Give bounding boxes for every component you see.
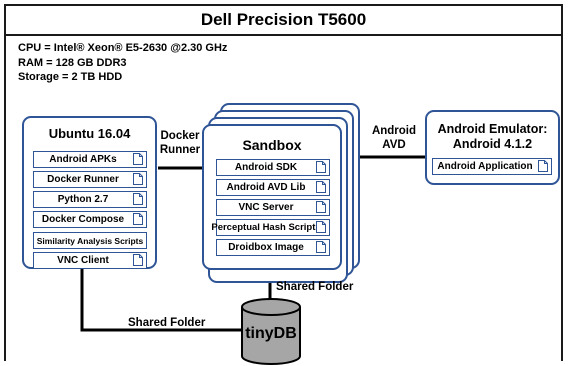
ubuntu-db-connector xyxy=(80,268,241,332)
spec-cpu: CPU = Intel® Xeon® E5-2630 @2.30 GHz xyxy=(18,42,228,54)
shared-folder-left-label: Shared Folder xyxy=(128,317,206,329)
spec-storage: Storage = 2 TB HDD xyxy=(18,71,123,83)
ubuntu-item: Similarity Analysis Scripts xyxy=(33,232,147,249)
spec-ram: RAM = 128 GB DDR3 xyxy=(18,56,127,69)
document-icon xyxy=(316,161,326,173)
document-icon xyxy=(133,213,143,225)
docker-runner-label: Docker Runner xyxy=(159,130,201,156)
sandbox-item: Perceptual Hash Scripts xyxy=(211,219,330,236)
document-icon xyxy=(133,153,143,165)
emulator-item: Android Application xyxy=(432,158,552,175)
sandbox-title: Sandbox xyxy=(242,137,302,153)
document-icon xyxy=(316,241,326,253)
document-icon xyxy=(538,160,548,172)
emulator-box: Android Emulator: Android 4.1.2 Android … xyxy=(425,110,560,185)
sandbox-item: Android SDK xyxy=(216,159,330,176)
sandbox-item: Android AVD Lib xyxy=(216,179,330,196)
database-icon xyxy=(241,298,301,365)
document-icon xyxy=(133,193,143,205)
database-label: tinyDB xyxy=(245,325,297,342)
shared-folder-right-label: Shared Folder xyxy=(276,281,354,293)
ubuntu-item: Android APKs xyxy=(33,151,147,168)
machine-specs: CPU = Intel® Xeon® E5-2630 @2.30 GHz RAM… xyxy=(18,41,227,85)
sandbox-box: Sandbox Android SDK Android AVD Lib VNC … xyxy=(202,124,342,270)
document-icon xyxy=(133,254,143,266)
ubuntu-item: Docker Compose xyxy=(33,211,147,228)
ubuntu-title: Ubuntu 16.04 xyxy=(48,126,131,141)
document-icon xyxy=(316,201,326,213)
android-avd-label: Android AVD xyxy=(371,125,417,151)
machine-title: Dell Precision T5600 xyxy=(4,4,563,36)
ubuntu-item: VNC Client xyxy=(33,252,147,269)
ubuntu-box: Ubuntu 16.04 Android APKs Docker Runner … xyxy=(22,116,157,269)
sandbox-item: VNC Server xyxy=(216,199,330,216)
ubuntu-item: Python 2.7 xyxy=(33,191,147,208)
ubuntu-item: Docker Runner xyxy=(33,171,147,188)
emulator-title: Android Emulator: Android 4.1.2 xyxy=(437,122,548,151)
document-icon xyxy=(316,221,326,233)
sandbox-item: Droidbox Image xyxy=(216,239,330,256)
document-icon xyxy=(133,173,143,185)
document-icon xyxy=(316,181,326,193)
